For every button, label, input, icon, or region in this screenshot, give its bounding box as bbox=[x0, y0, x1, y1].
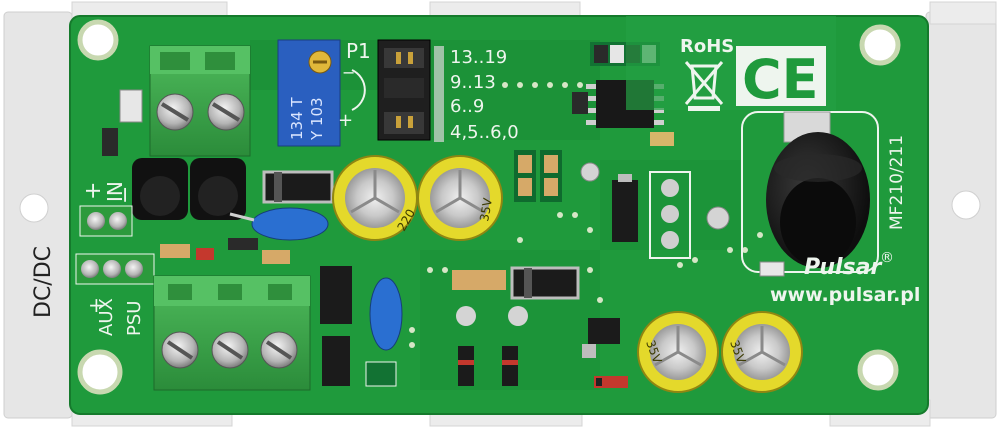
smd-resistor-4 bbox=[262, 250, 290, 264]
jumper-block bbox=[377, 39, 444, 142]
enclosure-mount-hole-right bbox=[951, 190, 981, 220]
test-pad-2 bbox=[706, 206, 730, 230]
jumper-voltage-labels: 13..19 9..13 6..9 4,5..6,0 bbox=[450, 47, 519, 143]
enclosure-top-clip-right bbox=[929, 1, 997, 25]
smd-resistor-3 bbox=[228, 238, 258, 250]
jumper-label-13-19: 13..19 bbox=[450, 47, 507, 68]
smd-resistor-2 bbox=[160, 244, 190, 258]
mount-hole-tr bbox=[859, 24, 901, 66]
weee-icon bbox=[684, 61, 724, 111]
smd-transistor bbox=[612, 174, 638, 242]
small-screw-terminals-top bbox=[79, 205, 133, 237]
jumper-label-4-5-6-0: 4,5..6,0 bbox=[450, 122, 519, 143]
smd-red-led-1 bbox=[196, 248, 214, 260]
rohs-label: RoHS bbox=[680, 36, 734, 57]
aux-label: AUX bbox=[96, 298, 117, 336]
smd-resistor bbox=[572, 92, 588, 114]
output-labels: + AUX PSU bbox=[88, 293, 145, 336]
smd-pair-bottom bbox=[452, 270, 506, 290]
smd-resistor-pair bbox=[514, 150, 562, 202]
smd-transistor-bottom bbox=[582, 318, 620, 358]
output-terminal-block bbox=[153, 275, 311, 391]
test-pad bbox=[580, 162, 600, 182]
input-terminal-block bbox=[149, 45, 251, 157]
svg-text:+: + bbox=[88, 293, 105, 317]
svg-text:−: − bbox=[342, 63, 355, 82]
pin-header-pads bbox=[649, 171, 691, 259]
certification-area: RoHS CE bbox=[626, 16, 836, 111]
brand-logo: Pulsar bbox=[804, 255, 882, 280]
fuse-holders bbox=[132, 158, 246, 220]
smd-zener-2 bbox=[502, 346, 518, 386]
input-polarity-label: + IN − bbox=[81, 181, 138, 204]
svg-text:IN: IN bbox=[103, 181, 127, 202]
svg-text:+: + bbox=[338, 110, 353, 131]
mount-hole-br bbox=[857, 349, 899, 391]
psu-label: PSU bbox=[124, 301, 145, 336]
smd-zener-1 bbox=[458, 346, 474, 386]
smd-mosfet-bottom bbox=[320, 266, 352, 386]
mount-hole-bl bbox=[77, 349, 123, 395]
smd-led-top-left bbox=[119, 89, 143, 123]
electrolytic-capacitor-2: 35V bbox=[417, 155, 503, 241]
electrolytic-capacitor-3: 35V bbox=[637, 311, 719, 393]
trimmer-label: P1 bbox=[346, 39, 371, 63]
electrolytic-capacitor-4: 35V bbox=[721, 311, 803, 393]
test-pad-4 bbox=[508, 306, 528, 326]
model-label: MF210/211 bbox=[887, 135, 907, 230]
svg-text:CE: CE bbox=[742, 48, 819, 111]
mount-hole-tl bbox=[77, 19, 119, 61]
svg-text:+: + bbox=[81, 182, 106, 200]
side-label: DC/DC bbox=[31, 246, 56, 318]
smd-resistor-5 bbox=[365, 361, 397, 387]
cap2-voltage: 35V bbox=[477, 196, 495, 222]
jumper-label-6-9: 6..9 bbox=[450, 96, 484, 117]
electrolytic-capacitor-1: 220 bbox=[332, 155, 418, 241]
small-screw-terminals-bottom bbox=[75, 253, 155, 285]
smd-cap-top bbox=[650, 132, 674, 146]
smd-glass-diode bbox=[594, 376, 628, 388]
trimmer-marking-1: 134 T bbox=[288, 97, 306, 140]
ce-mark-icon: CE bbox=[736, 46, 826, 111]
enclosure-mount-hole-left bbox=[19, 193, 49, 223]
smd-diode bbox=[262, 170, 334, 204]
website-label: www.pulsar.pl bbox=[770, 284, 920, 306]
trimmer-marking-2: Y 103 bbox=[308, 97, 326, 141]
schottky-diode bbox=[510, 266, 580, 300]
ceramic-cap-blue-2 bbox=[369, 277, 403, 351]
svg-text:−: − bbox=[113, 186, 138, 204]
smd-led-right bbox=[759, 261, 785, 277]
choke-inductor bbox=[741, 111, 879, 273]
trimmer-potentiometer: 134 T Y 103 bbox=[277, 39, 341, 147]
ceramic-cap-blue-1 bbox=[229, 207, 329, 241]
jumper-label-9-13: 9..13 bbox=[450, 72, 496, 93]
registered-mark: ® bbox=[880, 250, 894, 266]
smd-resistor-left bbox=[102, 128, 118, 156]
test-pad-3 bbox=[456, 306, 476, 326]
